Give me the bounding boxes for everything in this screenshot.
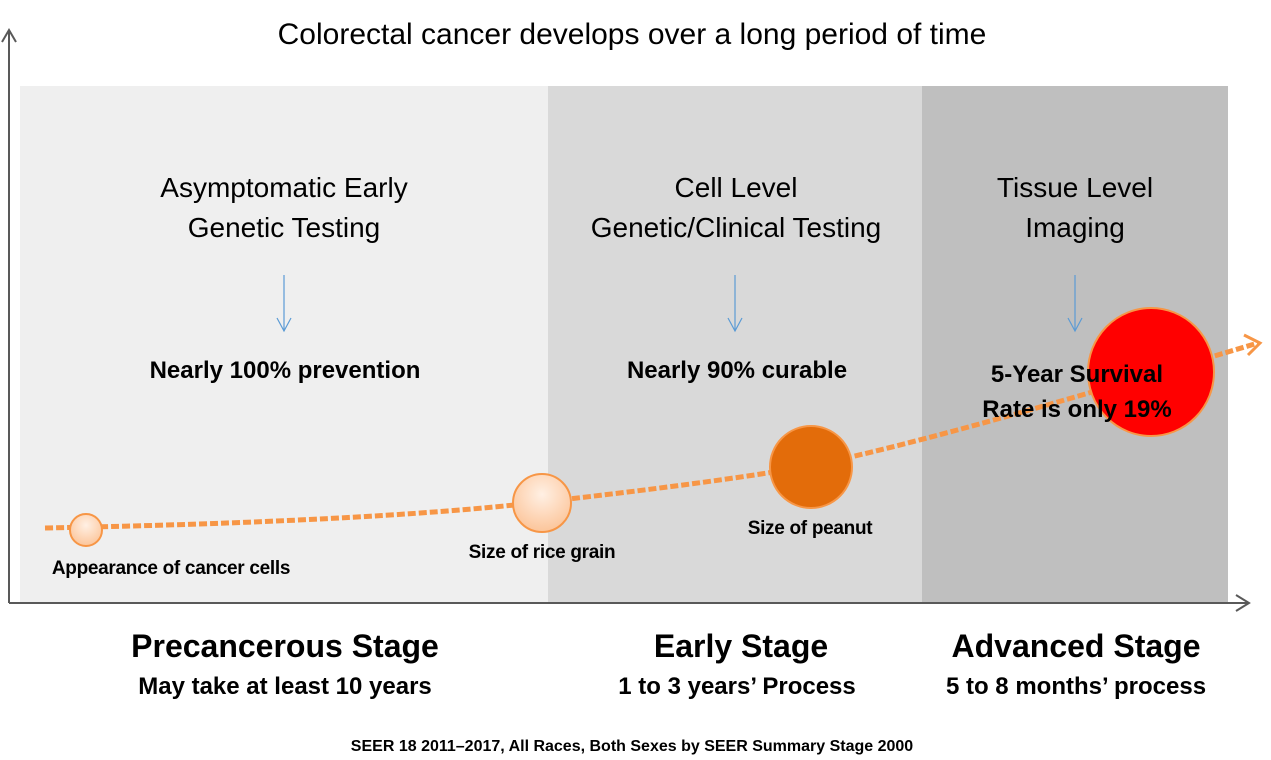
y-axis — [1, 28, 17, 603]
panel-heading: Tissue Level Imaging — [997, 168, 1153, 248]
milestone-label: Appearance of cancer cells — [51, 558, 291, 579]
milestone-peanut — [769, 425, 853, 509]
milestone-advanced-tumor — [1087, 307, 1215, 437]
stage-duration: 1 to 3 years’ Process — [618, 673, 856, 700]
milestone-label: Size of rice grain — [468, 542, 616, 563]
panel-heading: Asymptomatic Early Genetic Testing — [160, 168, 407, 248]
curve-arrowhead-icon — [1243, 333, 1263, 357]
down-arrow-icon — [276, 275, 1083, 333]
source-footnote: SEER 18 2011–2017, All Races, Both Sexes… — [350, 738, 914, 755]
outcome-text: Nearly 100% prevention — [149, 357, 421, 384]
stage-duration: 5 to 8 months’ process — [945, 673, 1207, 700]
milestone-label: Size of peanut — [747, 518, 873, 539]
outcome-text: Nearly 90% curable — [626, 357, 848, 384]
panel-precancerous — [20, 86, 548, 603]
panel-early — [548, 86, 922, 603]
stage-label: Early Stage — [653, 628, 829, 664]
panel-heading: Cell Level Genetic/Clinical Testing — [591, 168, 882, 248]
milestone-cancer-cells — [69, 513, 103, 547]
stage-label: Precancerous Stage — [131, 628, 439, 664]
outcome-line: Rate is only 19% — [982, 396, 1172, 423]
milestone-rice-grain — [512, 473, 572, 533]
heading-line: Imaging — [1025, 212, 1125, 243]
outcome-line: 5-Year Survival — [990, 361, 1164, 388]
progression-curve — [44, 340, 1259, 531]
page-title: Colorectal cancer develops over a long p… — [277, 18, 987, 51]
stage-duration: May take at least 10 years — [138, 673, 432, 700]
stage-label: Advanced Stage — [951, 628, 1201, 664]
x-axis — [9, 594, 1251, 612]
heading-line: Tissue Level — [996, 172, 1154, 203]
outcome-text: 5-Year Survival Rate is only 19% — [982, 357, 1171, 427]
heading-line: Genetic Testing — [187, 212, 381, 243]
heading-line: Cell Level — [674, 172, 798, 203]
heading-line: Genetic/Clinical Testing — [590, 212, 882, 243]
heading-line: Asymptomatic Early — [160, 172, 408, 203]
